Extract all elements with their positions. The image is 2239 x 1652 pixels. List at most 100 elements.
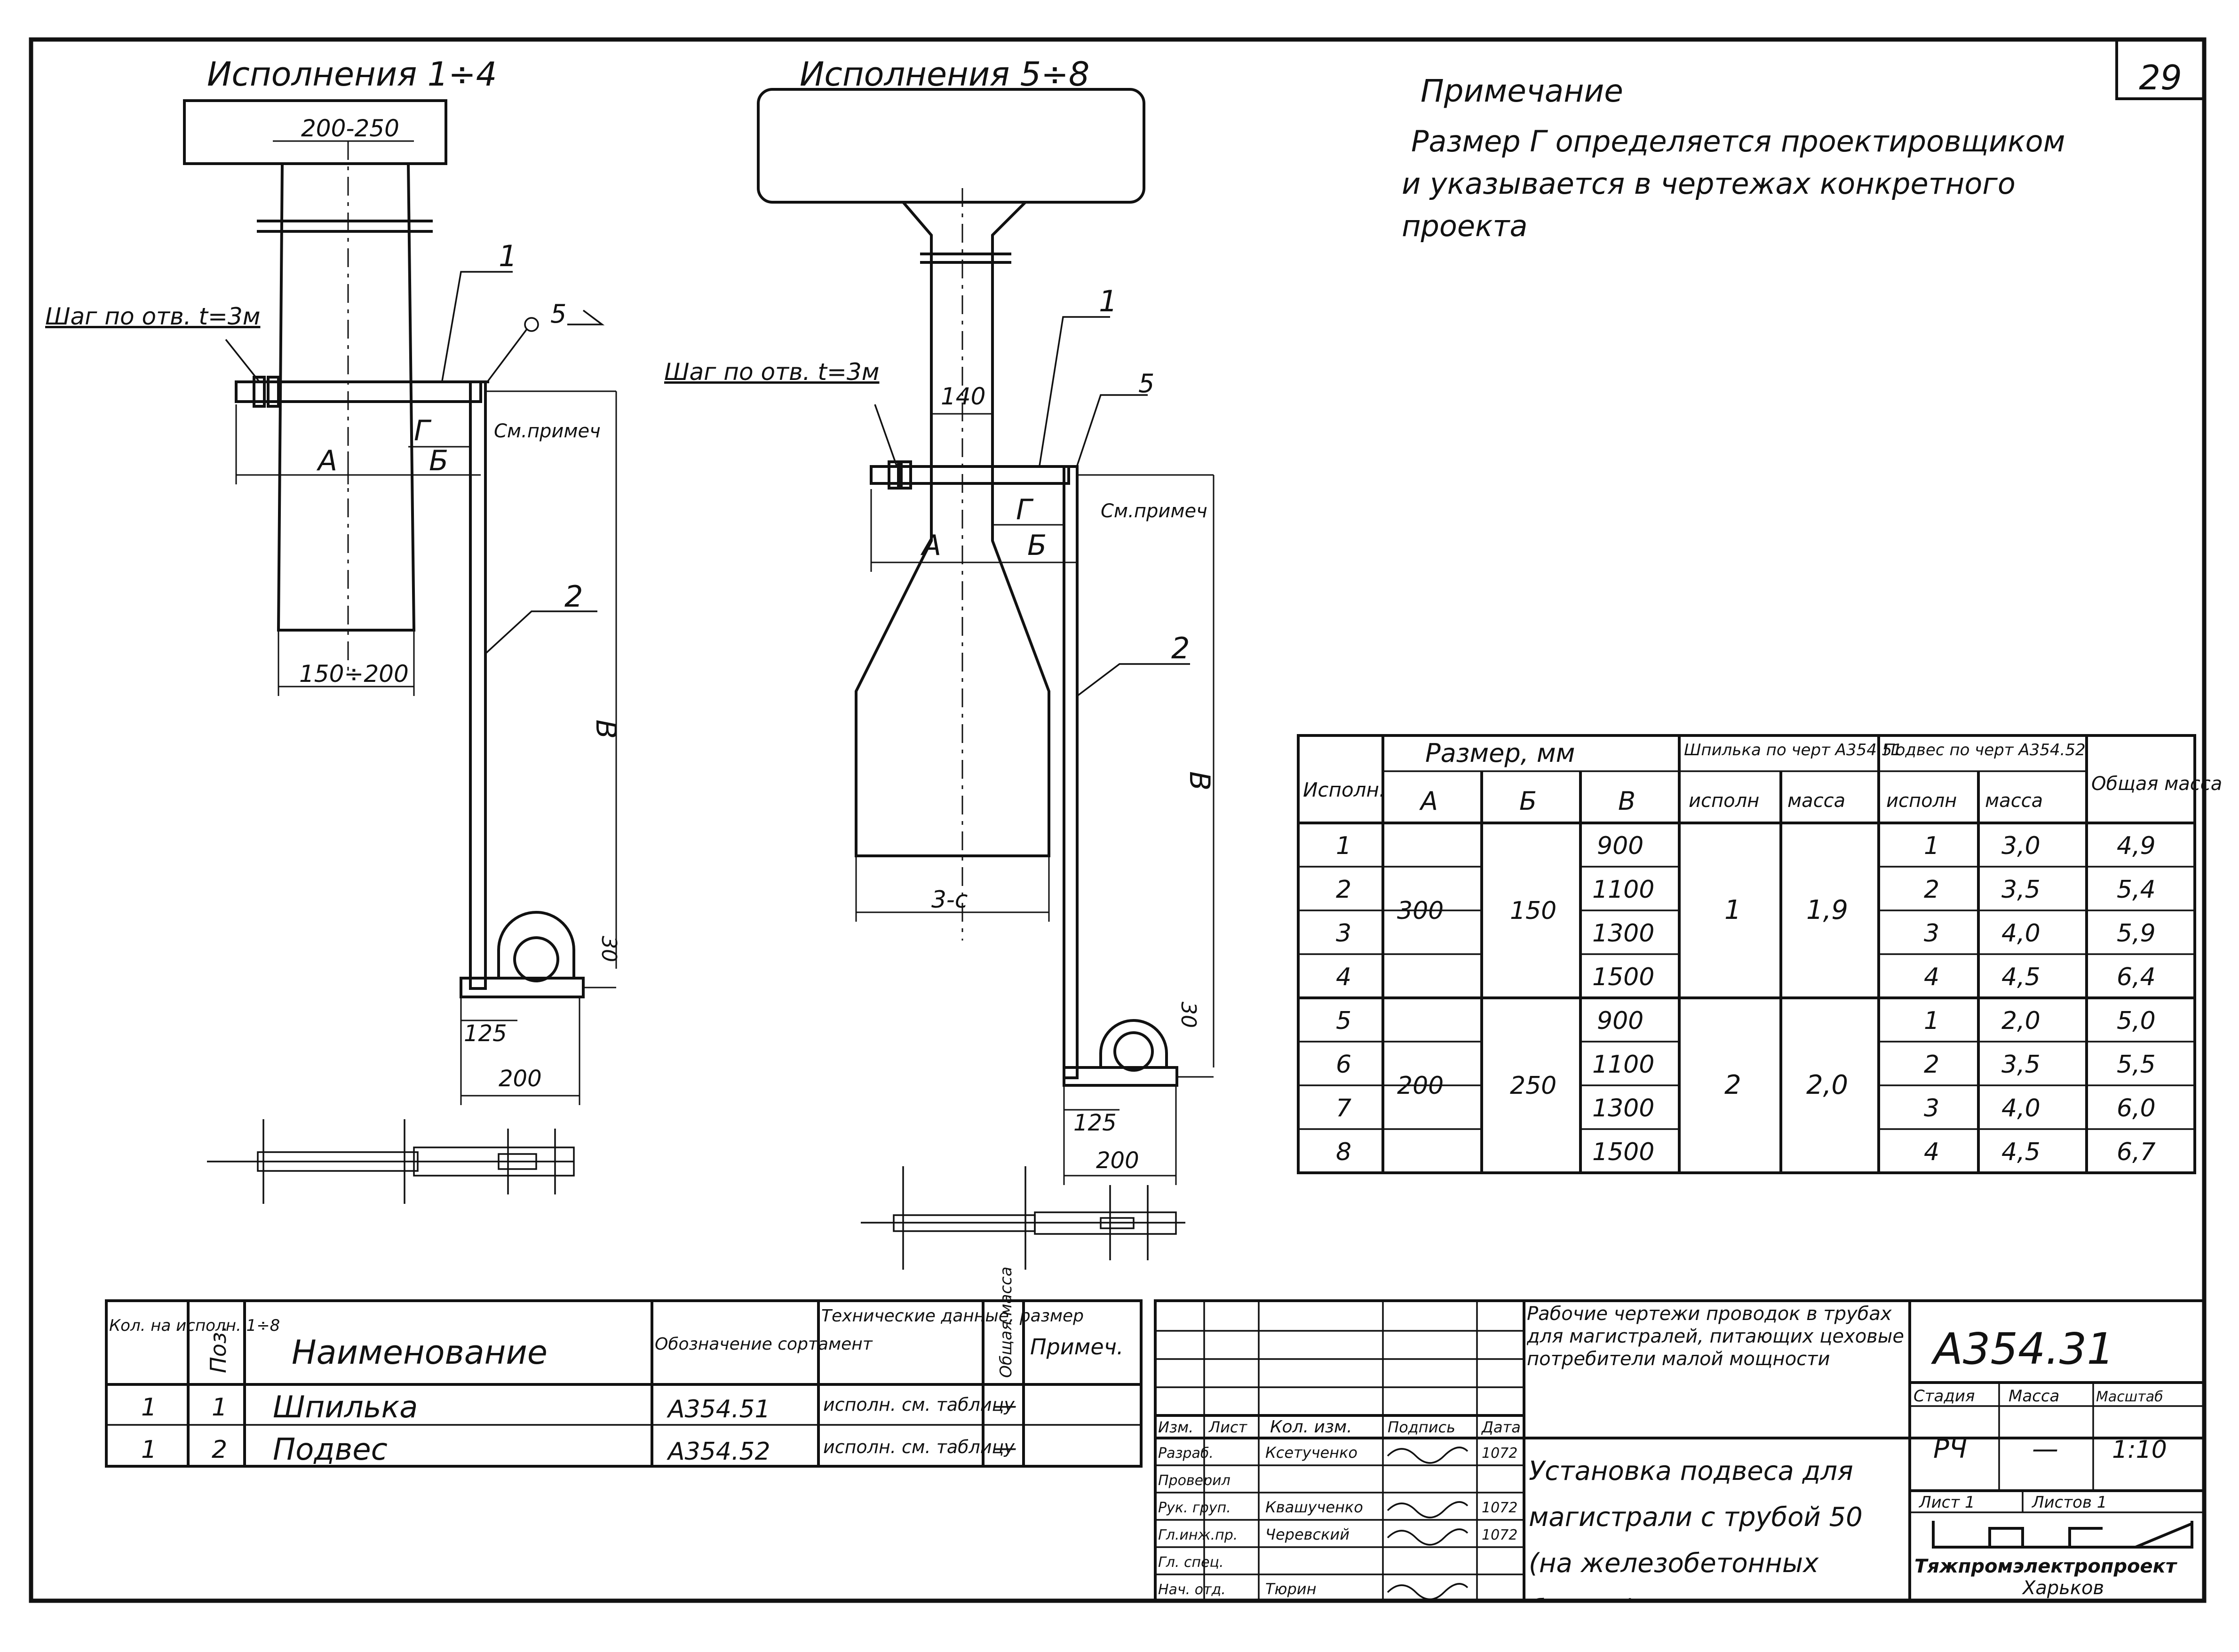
svg-text:900: 900 (1597, 832, 1644, 860)
drawing-code: А354.31 (1931, 1324, 2114, 1374)
table-row: 4 1500 4 4,5 6,4 (1336, 963, 2156, 991)
hanger-rod-right (1063, 465, 1079, 1079)
svg-text:Нач. отд.: Нач. отд. (1158, 1581, 1226, 1598)
merged-stud-isp-1: 1 (1724, 895, 1741, 925)
spec-h-qty: Кол. на исполн. 1÷8 (109, 1316, 280, 1335)
callout-1-left: 1 (499, 239, 517, 273)
svg-text:3,0: 3,0 (2001, 832, 2041, 860)
table-row: 3 1300 3 4,0 5,9 (1336, 919, 2156, 948)
dim-200-right: 200 (1096, 1147, 1139, 1174)
th-col-v: В (1618, 786, 1636, 816)
note-line-3: проекта (1402, 209, 1528, 243)
org-city: Харьков (2022, 1577, 2104, 1599)
svg-text:1100: 1100 (1592, 876, 1654, 904)
svg-text:1: 1 (1336, 832, 1351, 860)
svg-text:6,7: 6,7 (2117, 1138, 2156, 1166)
title-block: Изм. Лист Кол. изм. Подпись Дата Разраб.… (1154, 1299, 2206, 1602)
beam-right (855, 201, 1050, 857)
merged-stud-isp-2: 2 (1724, 1070, 1741, 1100)
sheet-frame (29, 37, 2207, 1603)
label-b-left: Б (429, 444, 448, 477)
svg-text:5,0: 5,0 (2117, 1007, 2156, 1035)
svg-text:900: 900 (1597, 1007, 1644, 1035)
view-right: Исполнения 5÷8 140 3-с Шаг по отв. t=3м … (664, 55, 1216, 1270)
svg-text:5,9: 5,9 (2117, 919, 2156, 948)
dim-200-left: 200 (499, 1066, 542, 1092)
see-note-right: См.примеч (1101, 500, 1207, 522)
svg-text:2: 2 (1924, 1051, 1939, 1079)
svg-text:3,5: 3,5 (2001, 876, 2041, 904)
svg-text:1300: 1300 (1592, 1094, 1654, 1122)
table-row: 1 1 Шпилька А354.51 исполн. см. таблицу … (141, 1390, 1017, 1425)
label-g-left: Г (414, 414, 432, 447)
stud-right (870, 465, 1070, 485)
step-label-right: Шаг по отв. t=3м (664, 358, 879, 386)
svg-text:4,9: 4,9 (2117, 832, 2156, 860)
svg-text:5,4: 5,4 (2117, 876, 2156, 904)
table-row: 8 1500 4 4,5 6,7 (1336, 1138, 2156, 1166)
dim-small-left: 30 (597, 936, 621, 962)
th-col-b: Б (1519, 786, 1537, 816)
svg-text:Подпись: Подпись (1388, 1418, 1455, 1436)
pipe-clamp-left (497, 911, 575, 978)
svg-text:—: — (992, 1391, 1017, 1420)
svg-text:1: 1 (141, 1393, 157, 1422)
label-g-right: Г (1016, 493, 1034, 526)
label-a-left: А (316, 444, 337, 477)
svg-text:2: 2 (1336, 876, 1351, 904)
detail-sketch-right (861, 1166, 1185, 1270)
svg-text:2,0: 2,0 (2001, 1007, 2041, 1035)
svg-text:Разраб.: Разраб. (1158, 1445, 1214, 1462)
svg-text:3: 3 (1336, 919, 1351, 948)
param-table: Исполн. Размер, мм А Б В Шпилька по черт… (1297, 734, 2222, 1174)
svg-text:6,0: 6,0 (2117, 1094, 2156, 1122)
spec-h-name: Наименование (292, 1333, 548, 1372)
svg-text:А354.51: А354.51 (667, 1395, 770, 1423)
note-line-1: Размер Г определяется проектировщиком (1411, 124, 2065, 158)
detail-sketch-left (207, 1119, 575, 1204)
svg-text:2: 2 (212, 1436, 227, 1464)
spec-h-pos: Поз. (206, 1325, 231, 1373)
beam-left (277, 163, 416, 632)
dim-bottom-right: 3-с (931, 886, 968, 913)
view-left: Исполнения 1÷4 200-250 150÷200 Шаг по от… (45, 55, 622, 1204)
table-row: 7 1300 3 4,0 6,0 (1336, 1094, 2156, 1122)
merged-stud-mass-1: 1,9 (1806, 895, 1848, 925)
page-number-box (2115, 40, 2204, 100)
th-size-group: Размер, мм (1425, 738, 1575, 768)
svg-text:5: 5 (1336, 1007, 1351, 1035)
weld-left: 5 (550, 299, 566, 329)
svg-text:4: 4 (1924, 963, 1939, 991)
scale-value: 1:10 (2112, 1436, 2167, 1464)
th-stud-isp: исполн (1689, 790, 1759, 812)
svg-text:Квашученко: Квашученко (1265, 1498, 1363, 1516)
svg-text:1100: 1100 (1592, 1051, 1654, 1079)
merged-stud-mass-2: 2,0 (1806, 1070, 1848, 1100)
svg-text:Лист 1: Лист 1 (1918, 1493, 1975, 1512)
step-label-left: Шаг по отв. t=3м (45, 303, 260, 330)
th-ispoln: Исполн. (1303, 778, 1385, 801)
merged-a-1: 300 (1397, 897, 1444, 925)
org-logo (1932, 1521, 2193, 1549)
svg-text:Масса: Масса (2009, 1387, 2059, 1406)
label-v-right: В (1183, 771, 1216, 790)
slab-left (183, 99, 447, 165)
stud-left (235, 380, 482, 403)
svg-text:исполн. см. таблицу: исполн. см. таблицу (823, 1394, 1015, 1415)
spec-table: Кол. на исполн. 1÷8 Поз. Наименование Об… (105, 1266, 1143, 1468)
svg-text:Дата: Дата (1481, 1418, 1521, 1436)
label-v-left: В (589, 719, 622, 739)
dim-125-left: 125 (464, 1020, 507, 1047)
svg-text:Черевский: Черевский (1265, 1526, 1350, 1543)
svg-text:3: 3 (1924, 1094, 1939, 1122)
drawing-title: Установка подвеса для магистрали с трубо… (1529, 1456, 1863, 1599)
svg-text:2: 2 (1924, 876, 1939, 904)
pipe-clamp-right (1099, 1019, 1168, 1067)
svg-text:Кол. изм.: Кол. изм. (1270, 1417, 1352, 1437)
svg-text:Листов 1: Листов 1 (2031, 1493, 2107, 1512)
svg-text:Рук. груп.: Рук. груп. (1158, 1500, 1231, 1516)
spec-h-designation: Обозначение сортамент (655, 1335, 873, 1354)
spec-h-tech: Технические данные, размер (821, 1306, 1084, 1326)
svg-text:1500: 1500 (1592, 1138, 1654, 1166)
